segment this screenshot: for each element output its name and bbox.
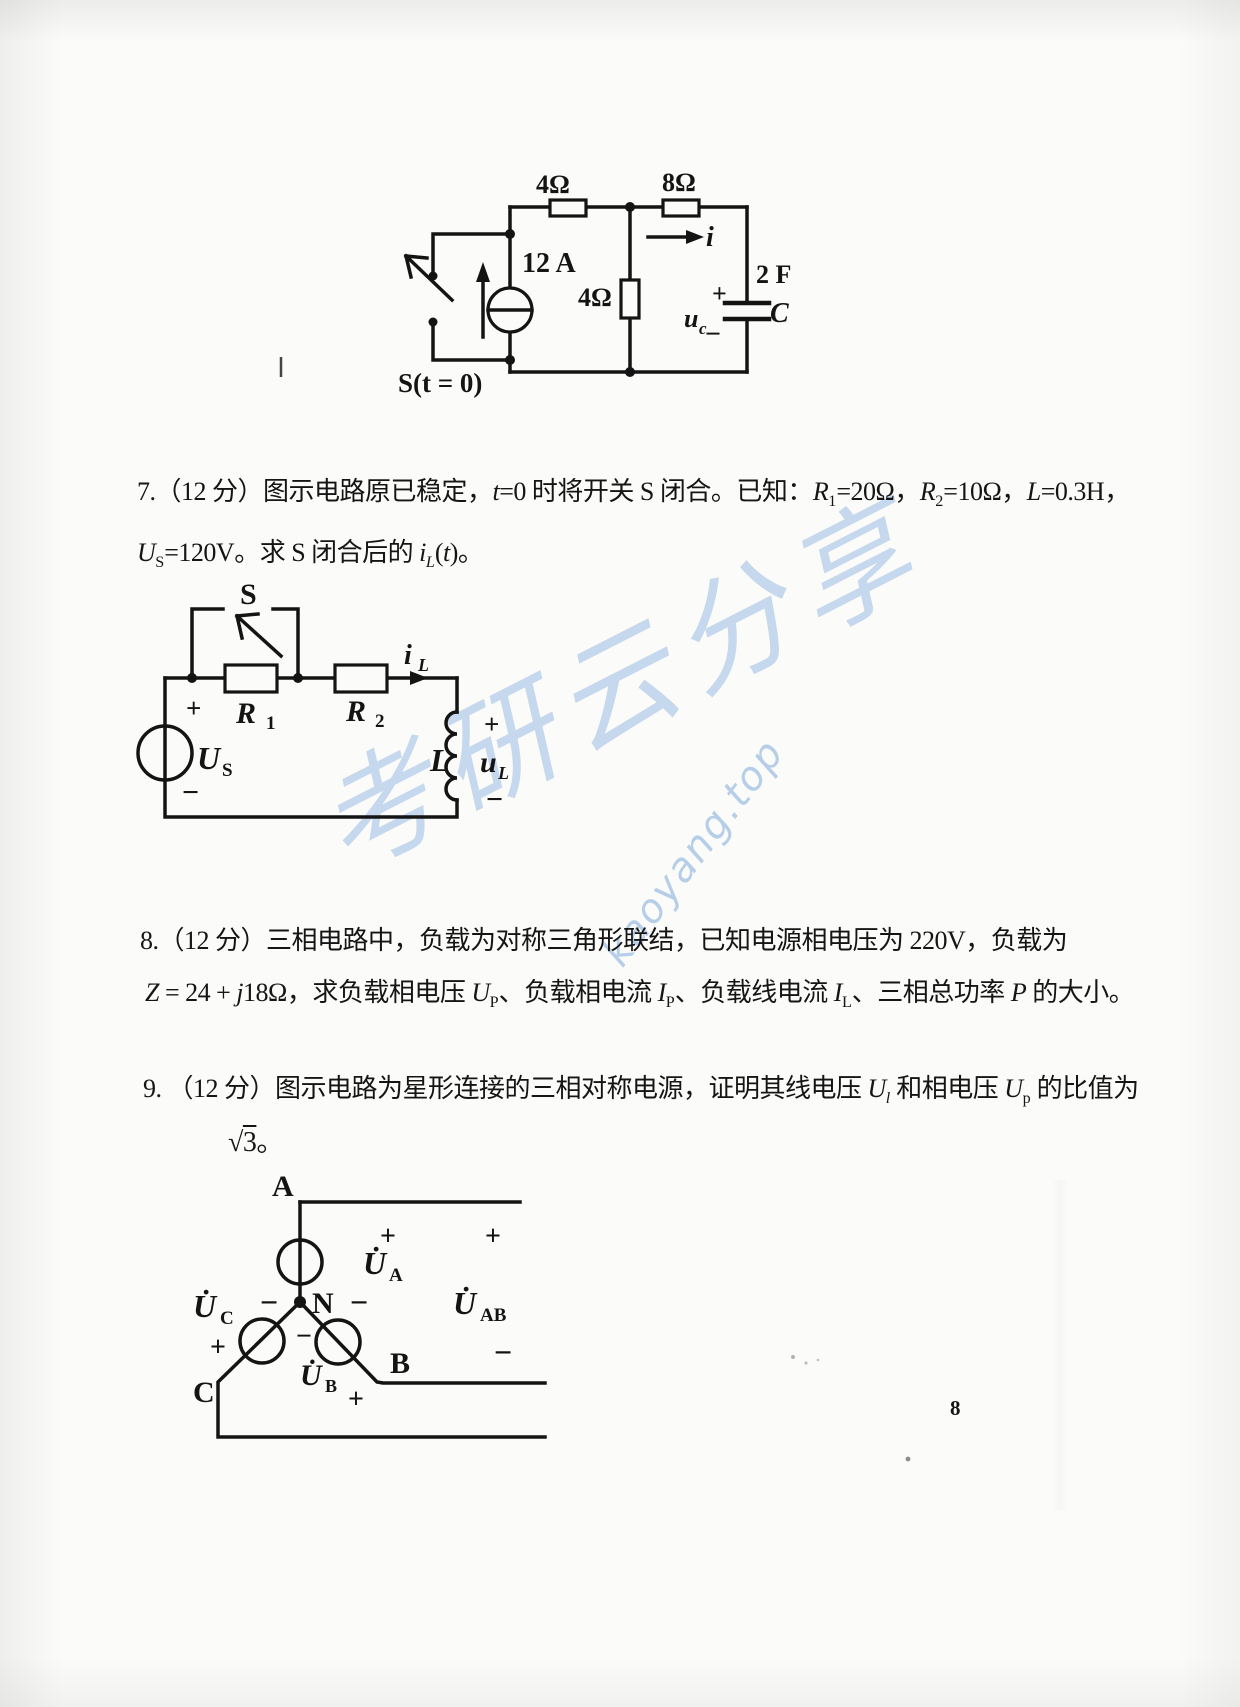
question-7-line-1: 7.（12 分）图示电路原已稳定，t=0 时将开关 S 闭合。已知：R1=20Ω… bbox=[137, 477, 1130, 511]
wire-outer bbox=[163, 676, 459, 819]
question-9-sqrt3: √3。 bbox=[228, 1127, 284, 1158]
plus-sign: + bbox=[210, 1332, 226, 1363]
label-cap-c: C bbox=[770, 298, 789, 329]
label-l: L bbox=[429, 742, 450, 778]
minus-sign: − bbox=[705, 319, 721, 350]
label-ub: U̇ bbox=[300, 1359, 323, 1392]
junction-dot bbox=[625, 202, 635, 212]
label-il: i bbox=[404, 640, 412, 671]
label-8ohm-top: 8Ω bbox=[662, 168, 696, 197]
label-ub-sub: B bbox=[325, 1376, 337, 1396]
label-uab-sub: AB bbox=[480, 1305, 507, 1326]
wire-switch-loop bbox=[190, 607, 300, 680]
minus-sign: − bbox=[350, 1284, 368, 1320]
label-ua: U̇ bbox=[363, 1245, 388, 1281]
current-i-arrow-head bbox=[686, 230, 704, 244]
switch-contact-dot bbox=[428, 317, 438, 327]
label-neutral-n: N bbox=[312, 1287, 334, 1320]
label-terminal-b: B bbox=[390, 1347, 410, 1380]
label-r1-sub: 1 bbox=[266, 713, 276, 734]
resistor-4ohm-mid bbox=[619, 278, 641, 320]
source-uc-icon bbox=[238, 1317, 286, 1365]
minus-sign: − bbox=[486, 783, 503, 816]
junction-dot bbox=[625, 367, 635, 377]
voltage-source-icon bbox=[136, 724, 194, 782]
resistor-r1 bbox=[223, 663, 279, 694]
plus-sign: + bbox=[484, 709, 499, 739]
label-switch-t0: S(t = 0) bbox=[398, 368, 482, 398]
resistor-4ohm-top bbox=[548, 198, 588, 218]
junction-dot bbox=[187, 673, 197, 683]
question-9-line-1: 9. （12 分）图示电路为星形连接的三相对称电源，证明其线电压 Ul 和相电压… bbox=[143, 1074, 1139, 1108]
label-ul-sub: L bbox=[497, 763, 509, 783]
question-8-line-1: 8.（12 分）三相电路中，负载为对称三角形联结，已知电源相电压为 220V，负… bbox=[140, 926, 1068, 955]
source-ub-icon bbox=[314, 1318, 362, 1366]
source-arrow-head bbox=[476, 262, 490, 282]
label-uc-sub: c bbox=[699, 319, 707, 338]
resistor-r2 bbox=[333, 663, 389, 694]
label-4ohm-top: 4Ω bbox=[536, 170, 570, 199]
label-us: U bbox=[197, 740, 222, 776]
minus-sign: − bbox=[296, 1321, 312, 1352]
wire-c-branch bbox=[216, 1299, 547, 1439]
question-8-line-2: Z = 24 + j18Ω，求负载相电压 UP、负载相电流 IP、负载线电流 I… bbox=[145, 978, 1135, 1012]
resistor-8ohm-top bbox=[661, 198, 701, 218]
label-uc-sub: C bbox=[220, 1308, 234, 1329]
page-number: 8 bbox=[950, 1396, 961, 1420]
label-4ohm-mid: 4Ω bbox=[578, 283, 612, 312]
figure-q7-rl-circuit: S R 1 R 2 i L + U S − L + u L − bbox=[136, 578, 509, 819]
junction-dot bbox=[293, 673, 303, 683]
source-ua-icon bbox=[276, 1238, 324, 1286]
switch-blade-arrow-icon bbox=[234, 612, 284, 659]
figure-q9-star-source: A B C N + U̇ A + U̇ AB − U̇ C − − − U̇ B… bbox=[193, 1170, 547, 1439]
scan-specks bbox=[791, 1355, 911, 1462]
wire-b-branch bbox=[297, 1299, 547, 1385]
junction-dot bbox=[505, 229, 515, 239]
minus-sign: − bbox=[182, 776, 199, 809]
label-12a-source: 12 A bbox=[522, 248, 576, 279]
capacitor-icon bbox=[722, 300, 772, 322]
junction-dot bbox=[505, 355, 515, 365]
label-terminal-c: C bbox=[193, 1376, 215, 1409]
label-ul: u bbox=[480, 746, 497, 779]
label-uab: U̇ bbox=[453, 1285, 478, 1321]
minus-sign: − bbox=[494, 1334, 512, 1370]
plus-sign: + bbox=[380, 1221, 396, 1252]
label-current-i: i bbox=[706, 222, 714, 253]
label-r2: R bbox=[345, 695, 366, 728]
minus-sign: − bbox=[260, 1284, 278, 1320]
label-2f-value: 2 F bbox=[756, 260, 791, 289]
inductor-coil-icon bbox=[444, 710, 459, 802]
figure-q6-rc-circuit: 4Ω 8Ω 4Ω 12 A i 2 F C + u c − S(t = 0) bbox=[279, 168, 791, 398]
plus-sign: + bbox=[485, 1221, 501, 1252]
label-terminal-a: A bbox=[272, 1170, 294, 1203]
label-ua-sub: A bbox=[389, 1265, 403, 1286]
label-switch-s: S bbox=[240, 578, 257, 611]
label-uc: U̇ bbox=[193, 1288, 218, 1324]
plus-sign: + bbox=[348, 1384, 364, 1415]
il-arrow-head bbox=[410, 671, 428, 685]
plus-sign: + bbox=[712, 279, 727, 308]
plus-sign: + bbox=[186, 693, 201, 723]
label-r2-sub: 2 bbox=[375, 711, 385, 732]
label-r1: R bbox=[235, 697, 256, 730]
switch-pivot-dot bbox=[428, 271, 438, 281]
label-us-sub: S bbox=[222, 760, 233, 781]
neutral-node-dot bbox=[294, 1296, 306, 1308]
wire-switch-loop bbox=[431, 232, 512, 362]
label-uc: u bbox=[684, 304, 698, 333]
label-il-sub: L bbox=[417, 655, 429, 675]
question-7-line-2: US=120V。求 S 闭合后的 iL(t)。 bbox=[137, 538, 484, 572]
